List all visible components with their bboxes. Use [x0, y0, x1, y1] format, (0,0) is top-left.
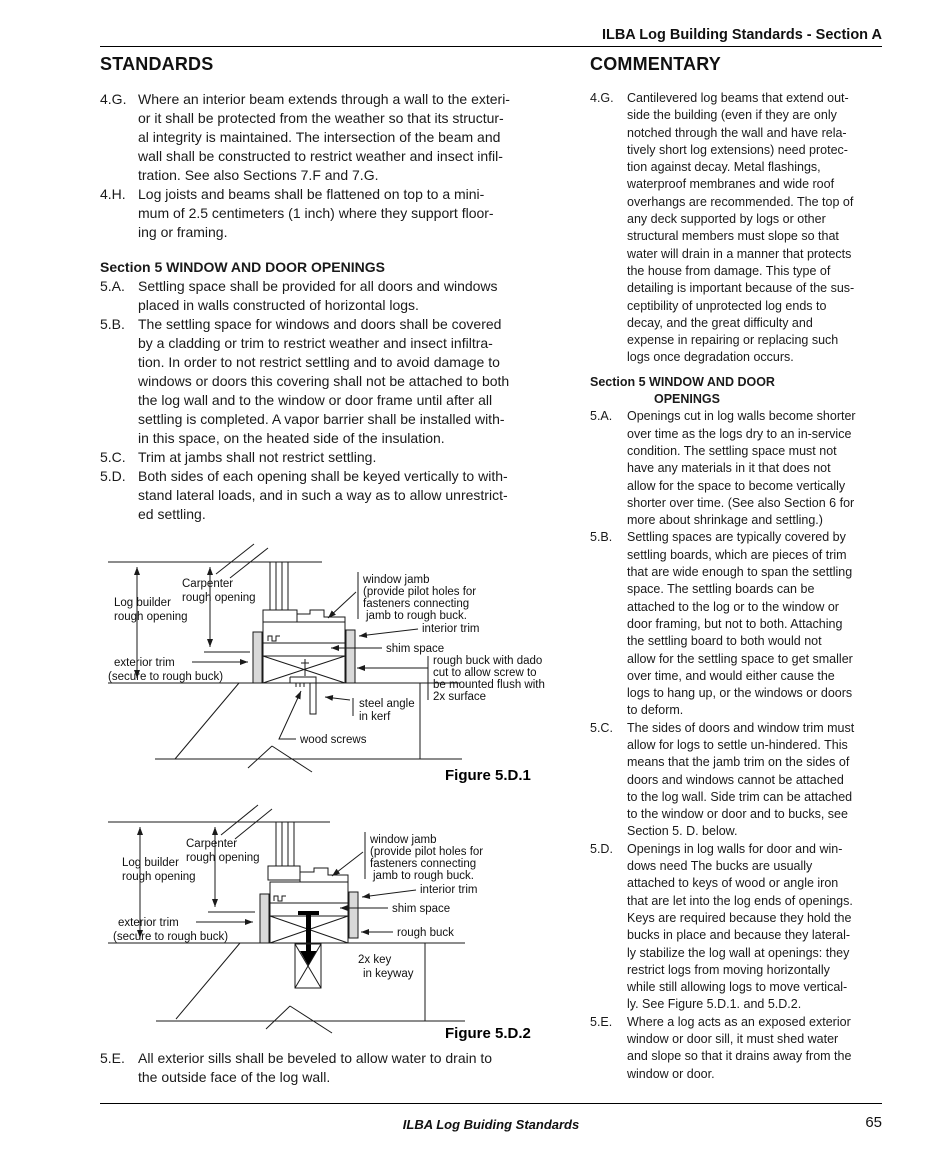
item-text: The sides of doors and window trim must … [627, 720, 855, 839]
item-number: 5.A. [100, 278, 125, 294]
fig1-label-carpenter: Carpenter [182, 578, 233, 590]
fig1-label-window-jamb: window jamb [362, 574, 429, 586]
page-number: 65 [865, 1114, 882, 1131]
item-number: 4.H. [100, 186, 126, 202]
item-number: 5.E. [100, 1050, 125, 1066]
fig1-label-exterior-trim-2: (secure to rough buck) [108, 671, 223, 683]
commentary-item-5b: 5.B. Settling spaces are typically cover… [590, 529, 890, 719]
item-text: Trim at jambs shall not restrict settlin… [138, 449, 377, 465]
fig2-label-carpenter: Carpenter [186, 838, 237, 850]
fig2-label-exterior-trim-2: (secure to rough buck) [113, 931, 228, 943]
section-heading-line1: Section 5 WINDOW AND DOOR [590, 374, 775, 389]
item-number: 5.C. [100, 449, 126, 465]
item-number: 5.D. [100, 468, 126, 484]
item-text: Openings in log walls for door and win- … [627, 841, 853, 1012]
item-number: 5.A. [590, 409, 613, 424]
fig1-label-interior-trim: interior trim [422, 623, 480, 635]
item-text: Openings cut in log walls become shorter… [627, 409, 856, 528]
commentary-heading: COMMENTARY [590, 54, 721, 74]
fig1-label-window-jamb-4: jamb to rough buck. [365, 610, 467, 622]
fig2-label-carpenter-2: rough opening [186, 852, 260, 864]
fig2-label-window-jamb-3: fasteners connecting [370, 858, 476, 870]
figure2-drawing [108, 804, 465, 1034]
fig2-label-log-builder-2: rough opening [122, 871, 196, 883]
fig1-label-rough-buck-3: be mounted flush with [433, 679, 545, 691]
fig2-label-window-jamb-2: (provide pilot holes for [370, 846, 483, 858]
standard-item-4h: 4.H. Log joists and beams shall be flatt… [100, 185, 572, 242]
fig2-label-key: 2x key [358, 954, 391, 966]
item-number: 4.G. [590, 91, 614, 105]
item-text: The settling space for windows and doors… [138, 316, 510, 446]
footer-rule [100, 1103, 882, 1104]
commentary-item-5d: 5.D. Openings in log walls for door and … [590, 841, 890, 1014]
item-text: Both sides of each opening shall be keye… [138, 468, 508, 522]
fig2-label-window-jamb-4: jamb to rough buck. [372, 870, 474, 882]
standard-item-4g: 4.G. Where an interior beam extends thro… [100, 90, 572, 185]
figure1-caption: Figure 5.D.1 [445, 767, 531, 784]
standard-item-5d: 5.D. Both sides of each opening shall be… [100, 467, 572, 524]
fig1-label-window-jamb-3: fasteners connecting [363, 598, 469, 610]
item-number: 5.B. [100, 316, 125, 332]
commentary-section5-heading: Section 5 WINDOW AND DOOR OPENINGS [590, 374, 890, 409]
fig1-label-carpenter-2: rough opening [182, 592, 256, 604]
fig2-label-shim-space: shim space [392, 903, 450, 915]
fig2-label-rough-buck: rough buck [397, 927, 454, 939]
footer-title: ILBA Log Buiding Standards [402, 1117, 580, 1132]
commentary-item-5c: 5.C. The sides of doors and window trim … [590, 720, 890, 841]
commentary-item-4g: 4.G. Cantilevered log beams that extend … [590, 90, 890, 367]
standards-heading: STANDARDS [100, 54, 214, 74]
commentary-column: 4.G. Cantilevered log beams that extend … [590, 90, 890, 1083]
item-text: All exterior sills shall be beveled to a… [138, 1050, 493, 1085]
fig1-label-rough-buck: rough buck with dado [433, 655, 542, 667]
commentary-item-5a: 5.A. Openings cut in log walls become sh… [590, 408, 890, 529]
item-number: 5.E. [590, 1014, 613, 1029]
item-number: 4.G. [100, 91, 127, 107]
standards-column: 4.G. Where an interior beam extends thro… [100, 90, 572, 524]
figure-5d1: Carpenter rough opening Log builder roug… [108, 543, 545, 784]
standards-section5-heading: Section 5 WINDOW AND DOOR OPENINGS [100, 259, 385, 275]
header-rule [100, 46, 882, 47]
fig2-label-window-jamb: window jamb [369, 834, 436, 846]
item-text: Log joists and beams shall be flattened … [138, 186, 494, 240]
fig2-label-exterior-trim: exterior trim [118, 917, 179, 929]
section-heading-line2: OPENINGS [654, 392, 720, 407]
fig2-label-key-2: in keyway [363, 968, 414, 980]
fig1-label-rough-buck-2: cut to allow screw to [433, 667, 537, 679]
item-text: Settling spaces are typically covered by… [627, 530, 853, 718]
figure2-caption: Figure 5.D.2 [445, 1025, 531, 1042]
standard-item-5b: 5.B. The settling space for windows and … [100, 315, 572, 448]
fig1-label-wood-screws: wood screws [299, 734, 367, 746]
item-text: Settling space shall be provided for all… [138, 278, 498, 313]
figure1-drawing [108, 543, 462, 773]
standard-item-5a: 5.A. Settling space shall be provided fo… [100, 277, 572, 315]
fig1-label-shim-space: shim space [386, 643, 444, 655]
header-title: ILBA Log Building Standards - Section A [601, 27, 882, 43]
fig2-label-interior-trim: interior trim [420, 884, 478, 896]
fig1-label-steel-angle: steel angle [359, 698, 415, 710]
fig1-label-rough-buck-4: 2x surface [433, 691, 486, 703]
item-number: 5.C. [590, 720, 613, 735]
fig1-label-log-builder-2: rough opening [114, 611, 188, 623]
fig1-label-steel-angle-2: in kerf [359, 711, 391, 723]
item-number: 5.D. [590, 841, 613, 856]
commentary-item-5e: 5.E. Where a log acts as an exposed exte… [590, 1014, 890, 1083]
standard-item-5c: 5.C. Trim at jambs shall not restrict se… [100, 448, 572, 467]
standard-item-5e: 5.E. All exterior sills shall be beveled… [100, 1049, 572, 1087]
item-text: Cantilevered log beams that extend out- … [627, 91, 855, 365]
fig1-label-window-jamb-2: (provide pilot holes for [363, 586, 476, 598]
figure-5d2: Carpenter rough opening Log builder roug… [108, 804, 531, 1042]
fig2-label-log-builder: Log builder [122, 857, 179, 869]
item-number: 5.B. [590, 530, 613, 545]
fig1-label-exterior-trim: exterior trim [114, 657, 175, 669]
item-text: Where a log acts as an exposed exterior … [627, 1014, 852, 1081]
item-text: Where an interior beam extends through a… [138, 91, 510, 183]
fig1-label-log-builder: Log builder [114, 597, 171, 609]
